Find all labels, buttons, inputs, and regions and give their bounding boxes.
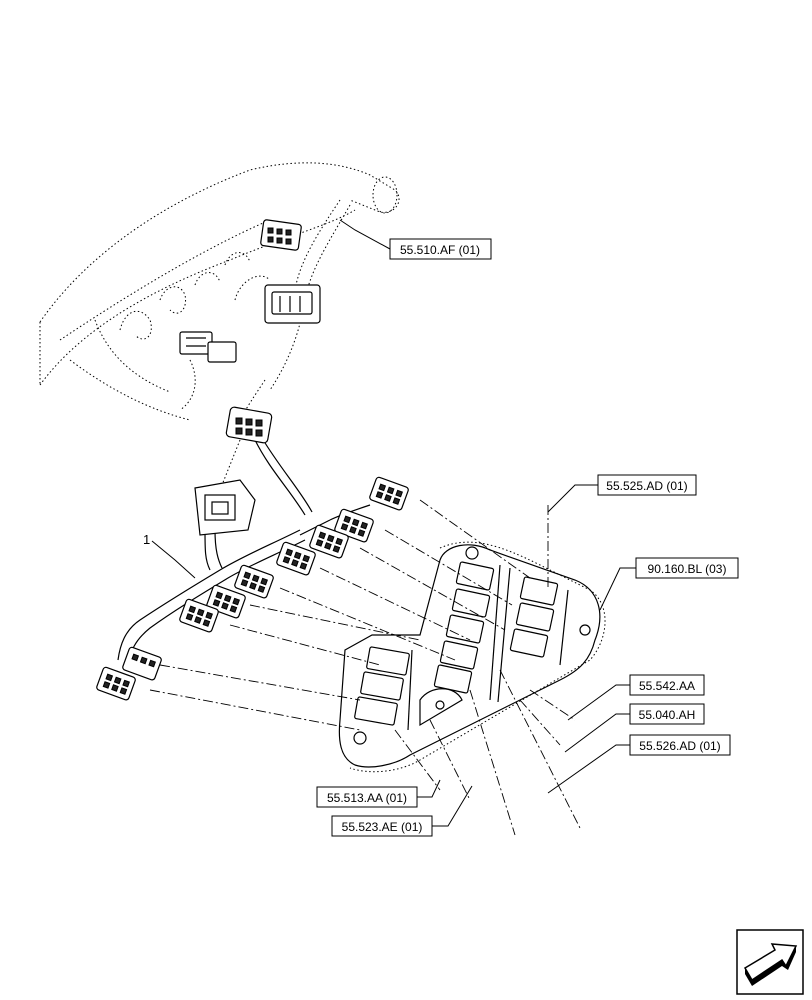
switch-module [354,696,398,726]
plug-connector [309,524,349,559]
next-page-arrow-icon[interactable] [736,929,804,995]
assembly-projection-lines [149,499,581,836]
ref-55-526-ad-label: 55.526.AD (01) [639,739,720,753]
ref-55-526-ad[interactable]: 55.526.AD (01) [629,734,731,756]
ref-55-542-aa-label: 55.542.AA [639,679,695,693]
item-number-label: 1 [143,532,150,547]
switch-module [360,671,404,701]
switch-module [455,561,495,591]
plug-connector [369,476,409,511]
harness-plug-connectors [96,476,409,701]
ref-90-160-bl[interactable]: 90.160.BL (03) [635,557,739,579]
ref-55-523-ae-label: 55.523.AE (01) [342,820,423,834]
ref-55-510-af[interactable]: 55.510.AF (01) [389,238,492,260]
ref-55-525-ad[interactable]: 55.525.AD (01) [597,474,697,496]
ref-55-513-aa-label: 55.513.AA (01) [327,791,407,805]
plug-connector [122,646,162,681]
cab-harness-outline [39,162,400,491]
plug-connector [179,598,219,633]
switch-module [451,588,491,618]
connector-upper-3 [179,331,237,363]
ref-55-523-ae[interactable]: 55.523.AE (01) [331,815,433,837]
connector-harness-top [225,406,273,444]
ref-55-513-aa[interactable]: 55.513.AA (01) [316,786,418,808]
switch-module [515,602,555,632]
ref-90-160-bl-label: 90.160.BL (03) [648,562,727,576]
ref-55-525-ad-label: 55.525.AD (01) [606,479,687,493]
plug-connector [96,666,136,701]
plug-connector [276,541,316,576]
switch-panel-bracket [338,541,606,773]
switch-module [509,628,549,658]
reference-leaders [151,219,636,827]
connector-upper-1 [260,219,302,251]
switch-module [439,640,479,670]
connector-square-block [194,479,256,536]
ref-55-510-af-label: 55.510.AF (01) [400,243,480,257]
plug-connector [234,564,274,599]
plug-connector [334,508,374,543]
switch-module [445,614,485,644]
switch-module [366,646,410,676]
connector-upper-2 [264,284,321,324]
ref-55-040-ah-label: 55.040.AH [639,708,696,722]
ref-55-040-ah[interactable]: 55.040.AH [629,703,705,725]
ref-55-542-aa[interactable]: 55.542.AA [629,674,705,696]
